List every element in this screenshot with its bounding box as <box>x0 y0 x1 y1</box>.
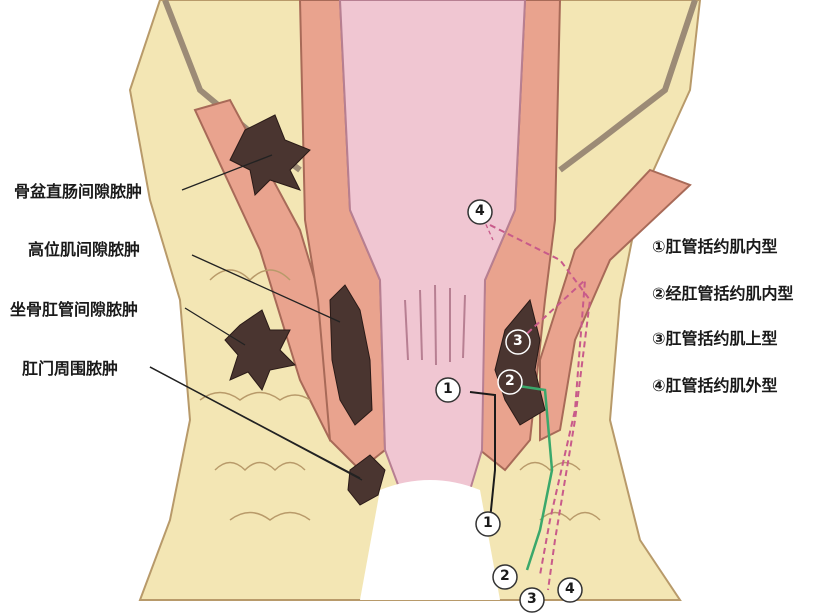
marker-4-bottom-number: 4 <box>565 581 575 597</box>
label-ischiorectal-abscess: 坐骨肛管间隙脓肿 <box>10 296 138 320</box>
marker-1-bottom-number: 1 <box>483 515 493 531</box>
legend-item-2: ②经肛管括约肌内型 <box>652 280 794 304</box>
legend-item-4: ④肛管括约肌外型 <box>652 372 778 396</box>
label-pelvirectal-abscess: 骨盆直肠间隙脓肿 <box>14 178 142 202</box>
anal-opening <box>360 480 500 600</box>
legend-item-3: ③肛管括约肌上型 <box>652 325 778 349</box>
marker-3-mid-number: 3 <box>513 333 523 349</box>
marker-2-mid-number: 2 <box>505 373 515 389</box>
label-perianal-abscess: 肛门周围脓肿 <box>22 355 118 379</box>
marker-3-bottom-number: 3 <box>527 591 537 607</box>
marker-1-mid-number: 1 <box>443 381 453 397</box>
marker-4-top-number: 4 <box>475 203 485 219</box>
legend-item-1: ①肛管括约肌内型 <box>652 233 778 257</box>
marker-2-bottom-number: 2 <box>500 568 510 584</box>
label-high-intermuscular-abscess: 高位肌间隙脓肿 <box>28 236 140 260</box>
